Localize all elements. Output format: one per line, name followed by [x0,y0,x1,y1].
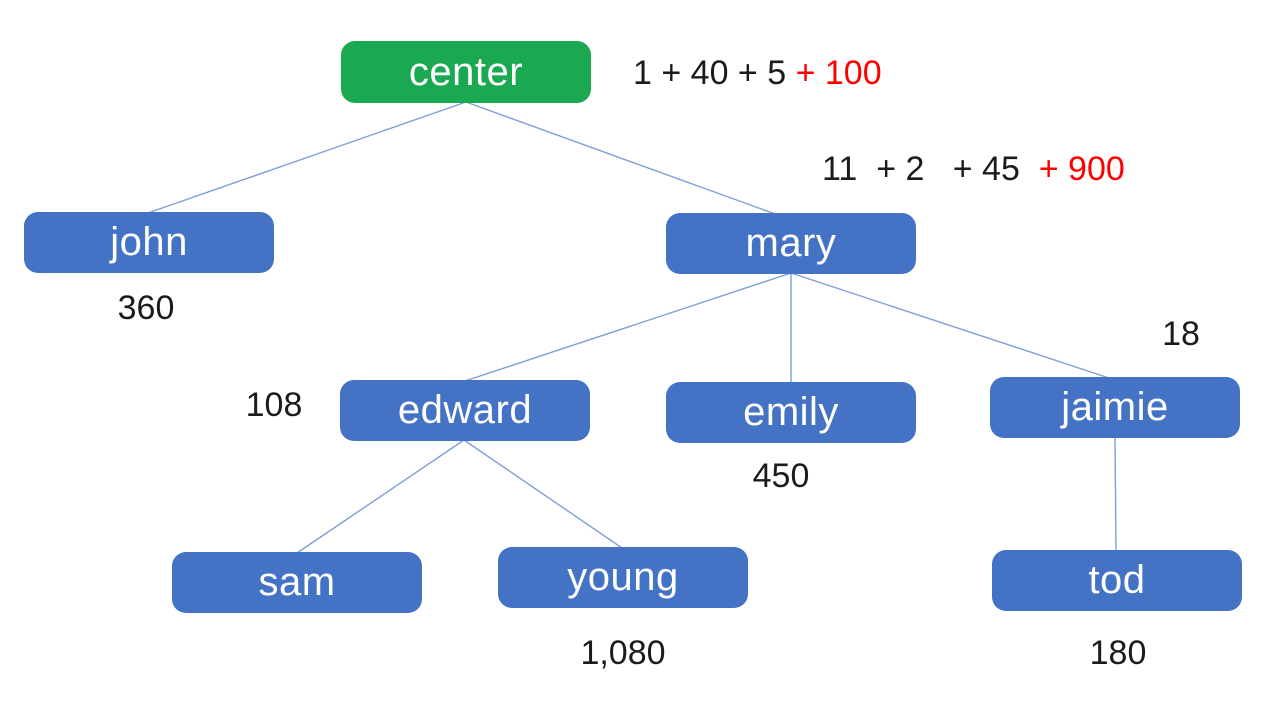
expression-center-black: 1 + 40 + 5 [633,54,796,92]
expression-center-red: + 100 [795,54,882,92]
node-emily[interactable]: emily [666,382,916,443]
node-jaimie[interactable]: jaimie [990,377,1240,438]
expression-mary-red: + 900 [1038,150,1125,188]
edge-jaimie-tod [1114,436,1117,552]
edge-edward-sam [296,439,465,554]
value-label-john: 360 [117,289,175,327]
value-label-edward: 108 [245,386,303,424]
edge-mary-edward [464,272,792,382]
value-label-tod: 180 [1089,634,1147,672]
node-mary[interactable]: mary [666,213,916,274]
expression-mary: 11 + 2 + 45 + 900 [822,152,1125,186]
edge-center-john [144,101,467,215]
value-label-young: 1,080 [580,634,666,672]
node-young[interactable]: young [498,547,748,608]
value-label-emily: 450 [752,457,810,495]
node-tod[interactable]: tod [992,550,1242,611]
expression-center: 1 + 40 + 5 + 100 [633,56,882,90]
expression-mary-black: 11 + 2 + 45 [822,150,1039,188]
edge-mary-jaimie [790,272,1110,379]
node-center[interactable]: center [341,41,591,103]
edge-center-mary [465,101,779,216]
node-sam[interactable]: sam [172,552,422,613]
value-label-jaimie: 18 [1162,315,1200,353]
node-john[interactable]: john [24,212,274,273]
edge-edward-young [463,439,623,549]
node-edward[interactable]: edward [340,380,590,441]
